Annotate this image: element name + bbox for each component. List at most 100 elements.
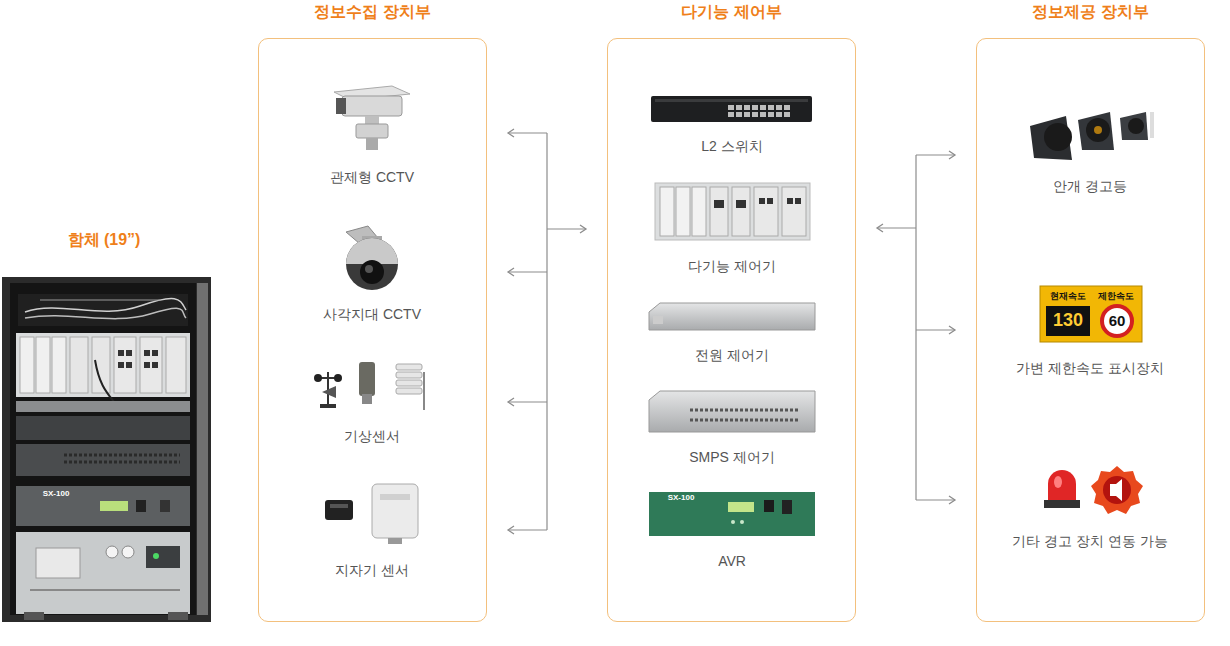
control-cctv-icon: [334, 86, 410, 150]
warning-device-icon-part: [1110, 479, 1122, 501]
l2-switch-icon: [651, 96, 812, 122]
ptz-dome-icon-part: [360, 260, 384, 284]
rack-cabinet-part: [30, 589, 180, 591]
fog-light-icon: [1030, 112, 1154, 160]
multi-controller-icon-part: [759, 198, 765, 204]
l2-switch-icon-part-part: [784, 112, 790, 117]
connector-line: [915, 155, 916, 500]
fog-light-icon-part: [1086, 118, 1110, 142]
rack-cabinet-part: [144, 350, 150, 356]
geomagnetic-sensor-icon-part: [372, 484, 418, 538]
l2-switch-icon-part-part: [728, 105, 734, 110]
multi-controller-icon-part: [676, 187, 690, 236]
section-heading: 다기능 제어부: [568, 2, 895, 22]
rack-cabinet-part: [144, 362, 150, 368]
ptz-dome-icon: [346, 226, 398, 290]
section-heading: 정보수집 장치부: [219, 2, 526, 22]
rack-cabinet-part: [197, 283, 208, 615]
connector-line: [916, 329, 955, 330]
item-caption: SMPS 제어기: [689, 449, 775, 466]
rack-cabinet-part: [168, 612, 188, 620]
speed-sign-icon-part: [1046, 306, 1090, 336]
rack-cabinet-part: [106, 546, 118, 558]
fog-light-icon-part: [1094, 126, 1102, 134]
rack-cabinet-part: [118, 362, 124, 368]
fog-light-icon-part: [1078, 112, 1114, 150]
rack-cabinet-part: [10, 283, 196, 615]
weather-sensor-icon-part: [396, 364, 422, 370]
sign-number: 60: [1109, 312, 1126, 330]
l2-switch-icon-part: [655, 99, 808, 102]
rack-cabinet-part: [18, 294, 188, 326]
warning-device-icon-part: [1054, 476, 1062, 488]
rack-cabinet-part: [153, 553, 159, 559]
multi-controller-icon-part: [710, 187, 728, 236]
ptz-dome-icon-part: [346, 238, 398, 290]
rack-cabinet-part: [16, 401, 190, 412]
geomagnetic-sensor-icon: [325, 484, 418, 544]
rack-cabinet-part: [152, 350, 158, 356]
control-cctv-icon-part: [366, 138, 378, 150]
connector-line: [508, 401, 547, 402]
l2-switch-icon-part-part: [744, 112, 750, 117]
l2-switch-icon-part-part: [744, 105, 750, 110]
rack-cabinet-part: [2, 277, 211, 622]
avr-icon-part: [731, 520, 735, 524]
rack-cabinet-part: [118, 350, 124, 356]
weather-sensor-icon: [314, 362, 424, 410]
rack-cabinet-part: [100, 501, 128, 511]
geomagnetic-sensor-icon-part: [388, 538, 402, 544]
multi-controller-icon-part: [732, 187, 750, 236]
rack-cabinet-part: [52, 337, 66, 393]
section-panel: 정보제공 장치부: [976, 38, 1205, 622]
geomagnetic-sensor-icon-part: [380, 494, 410, 500]
multi-controller-icon-part: [767, 198, 773, 204]
item-caption: 가변 제한속도 표시장치: [1016, 360, 1164, 377]
l2-switch-icon-part-part: [760, 105, 766, 110]
item-caption: 안개 경고등: [1053, 178, 1127, 195]
smps-controller-icon-part: [690, 409, 800, 412]
device-model-text: SX-100: [668, 493, 695, 503]
geomagnetic-sensor-icon-part: [325, 500, 353, 520]
weather-sensor-icon-part: [396, 372, 422, 378]
fog-light-icon-part: [1044, 123, 1072, 151]
l2-switch-icon-part-part: [728, 112, 734, 117]
fog-light-icon-part: [1030, 116, 1072, 160]
rack-cabinet-part: [122, 546, 134, 558]
l2-switch-icon-part-part: [736, 112, 742, 117]
multi-controller-icon-part: [714, 200, 724, 208]
control-cctv-icon-part: [336, 98, 346, 114]
section-panel: 정보수집 장치부: [258, 38, 487, 622]
weather-sensor-icon-part: [314, 374, 322, 382]
rack-cabinet-part: [64, 454, 180, 457]
speed-sign-icon: [1040, 286, 1142, 342]
fog-light-icon-part: [1120, 112, 1148, 140]
item-caption: 사각지대 CCTV: [323, 306, 421, 323]
item-caption: 전원 제어기: [695, 347, 769, 364]
rack-cabinet-part: [24, 612, 44, 620]
avr-icon-part: [782, 500, 792, 514]
connector-line: [508, 271, 547, 272]
ptz-dome-icon-part: [365, 265, 373, 273]
sign-text: 현재속도: [1050, 291, 1086, 302]
l2-switch-icon-part-part: [768, 105, 774, 110]
connector: [877, 155, 955, 500]
smps-controller-icon-part: [649, 391, 815, 432]
multi-controller-icon-part: [655, 183, 810, 240]
l2-switch-icon-part: [728, 105, 790, 117]
l2-switch-icon-part-part: [752, 105, 758, 110]
rack-cabinet-part: [136, 500, 146, 512]
weather-sensor-icon-part: [396, 380, 422, 386]
fog-light-icon-part: [1150, 112, 1154, 138]
weather-sensor-icon-part: [334, 374, 342, 382]
control-cctv-icon-part: [356, 124, 388, 138]
item-caption: 기상센서: [344, 428, 400, 445]
l2-switch-icon-part-part: [784, 105, 790, 110]
avr-icon-part: [764, 500, 774, 512]
power-controller-icon-part: [653, 316, 663, 324]
weather-sensor-icon-part: [362, 394, 372, 404]
rack-cabinet-part: [36, 337, 50, 393]
